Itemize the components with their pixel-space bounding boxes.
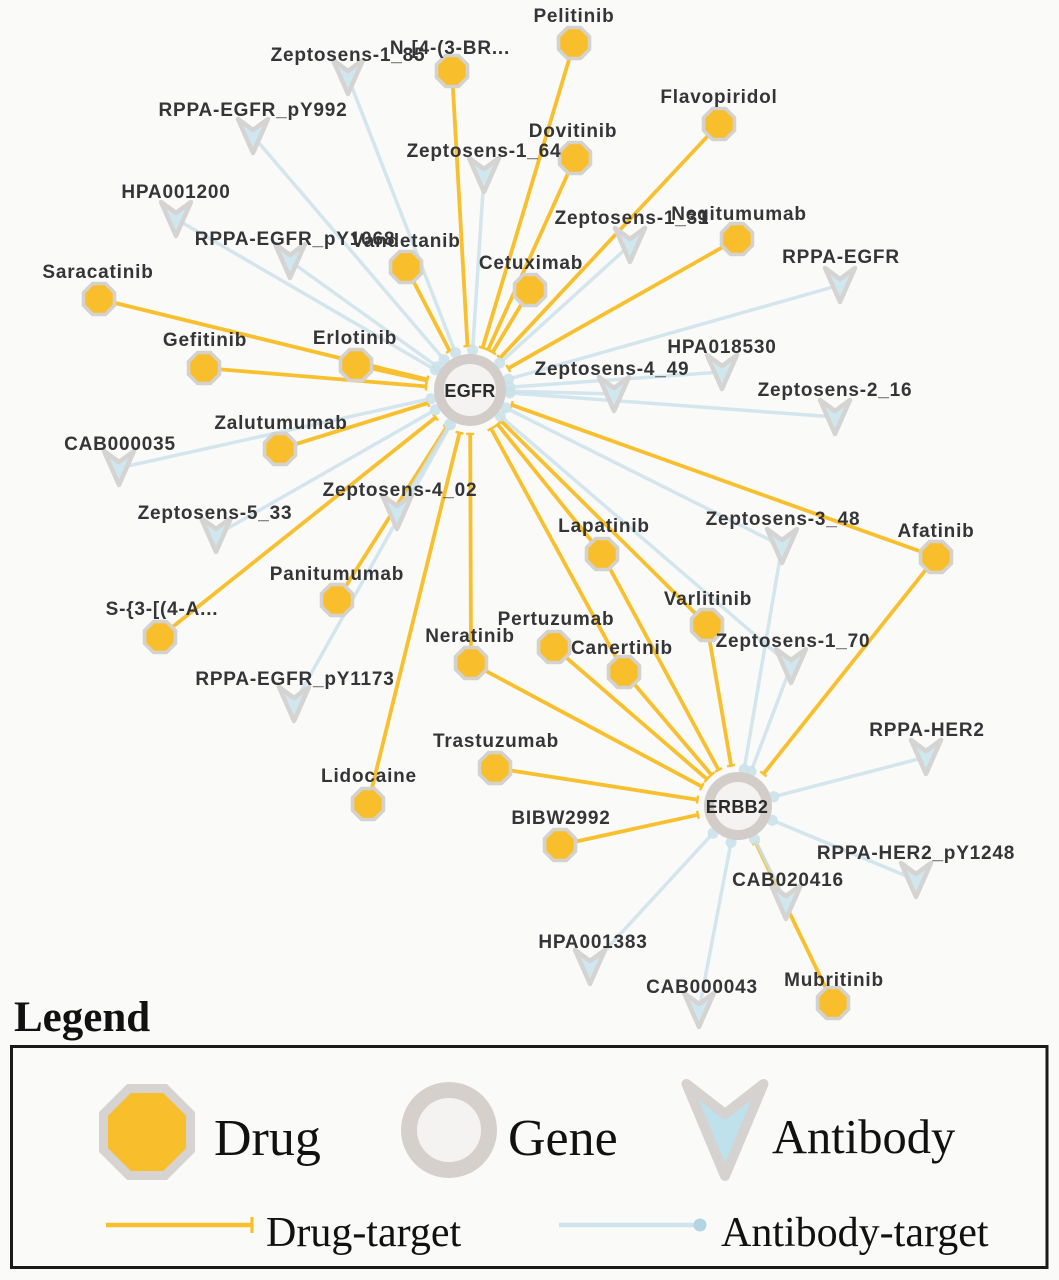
svg-text:BIBW2992: BIBW2992 <box>511 808 610 829</box>
svg-text:Varlitinib: Varlitinib <box>664 589 752 610</box>
svg-text:EGFR: EGFR <box>444 381 495 401</box>
svg-text:Neratinib: Neratinib <box>425 626 515 647</box>
svg-text:Zeptosens-1_31: Zeptosens-1_31 <box>555 208 710 229</box>
svg-text:Zalutumumab: Zalutumumab <box>214 413 347 434</box>
svg-text:Antibody-target: Antibody-target <box>721 1210 989 1256</box>
svg-text:N-[4-(3-BR...: N-[4-(3-BR... <box>390 38 510 59</box>
svg-text:CAB000043: CAB000043 <box>646 977 758 998</box>
svg-text:Zeptosens-1_85: Zeptosens-1_85 <box>271 45 426 66</box>
svg-text:Trastuzumab: Trastuzumab <box>433 731 559 752</box>
svg-text:CAB020416: CAB020416 <box>732 870 844 891</box>
svg-text:Antibody: Antibody <box>772 1111 956 1164</box>
svg-text:HPA018530: HPA018530 <box>667 337 776 358</box>
svg-text:Gefitinib: Gefitinib <box>163 330 247 351</box>
svg-text:Drug: Drug <box>214 1110 321 1167</box>
svg-text:Negitumumab: Negitumumab <box>671 204 806 225</box>
svg-text:Drug-target: Drug-target <box>266 1210 461 1256</box>
svg-text:RPPA-HER2_pY1248: RPPA-HER2_pY1248 <box>817 843 1015 864</box>
svg-text:Panitumumab: Panitumumab <box>270 564 404 585</box>
svg-text:RPPA-EGFR: RPPA-EGFR <box>782 247 900 268</box>
svg-text:Saracatinib: Saracatinib <box>42 262 153 283</box>
svg-text:Gene: Gene <box>508 1110 618 1167</box>
svg-text:S-{3-[(4-A...: S-{3-[(4-A... <box>106 599 219 620</box>
svg-text:Zeptosens-4_49: Zeptosens-4_49 <box>535 359 690 380</box>
svg-text:RPPA-EGFR_pY1068: RPPA-EGFR_pY1068 <box>195 229 395 250</box>
svg-text:Mubritinib: Mubritinib <box>784 970 884 991</box>
svg-text:Zeptosens-1_64: Zeptosens-1_64 <box>407 141 562 162</box>
svg-text:RPPA-EGFR_pY1173: RPPA-EGFR_pY1173 <box>195 669 394 690</box>
svg-text:Lapatinib: Lapatinib <box>558 516 650 537</box>
svg-text:Zeptosens-2_16: Zeptosens-2_16 <box>758 380 913 401</box>
svg-text:Canertinib: Canertinib <box>571 638 673 659</box>
svg-text:Legend: Legend <box>14 994 150 1041</box>
svg-text:HPA001383: HPA001383 <box>538 932 647 953</box>
svg-text:Erlotinib: Erlotinib <box>313 328 397 349</box>
svg-text:Vandetanib: Vandetanib <box>351 231 460 252</box>
svg-text:Lidocaine: Lidocaine <box>321 766 417 787</box>
svg-text:RPPA-EGFR_pY992: RPPA-EGFR_pY992 <box>158 100 347 121</box>
svg-text:Dovitinib: Dovitinib <box>529 121 617 142</box>
svg-text:Zeptosens-4_02: Zeptosens-4_02 <box>323 480 478 501</box>
svg-text:Flavopiridol: Flavopiridol <box>660 87 777 108</box>
svg-text:CAB000035: CAB000035 <box>64 434 176 455</box>
svg-text:Pelitinib: Pelitinib <box>533 6 614 27</box>
svg-text:Zeptosens-3_48: Zeptosens-3_48 <box>706 509 861 530</box>
svg-text:ERBB2: ERBB2 <box>706 797 769 817</box>
svg-text:Afatinib: Afatinib <box>897 521 974 542</box>
svg-text:Zeptosens-1_70: Zeptosens-1_70 <box>716 631 871 652</box>
svg-text:Pertuzumab: Pertuzumab <box>498 609 615 630</box>
svg-text:HPA001200: HPA001200 <box>121 182 230 203</box>
svg-text:Cetuximab: Cetuximab <box>479 253 583 274</box>
svg-text:RPPA-HER2: RPPA-HER2 <box>869 720 985 741</box>
svg-text:Zeptosens-5_33: Zeptosens-5_33 <box>138 503 293 524</box>
